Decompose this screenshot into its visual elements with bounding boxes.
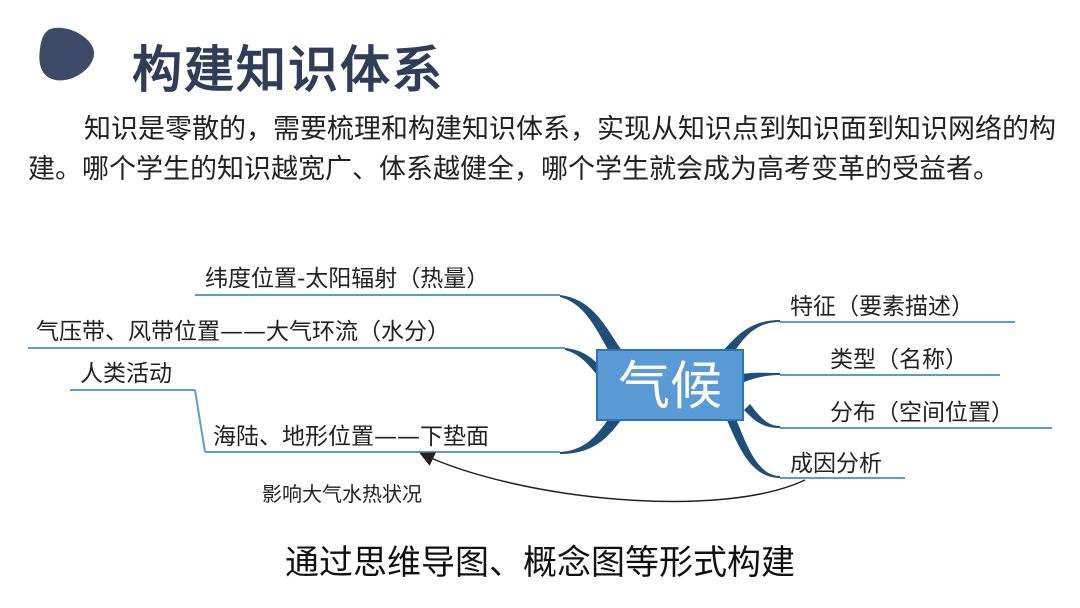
- branch-curve-6: [742, 372, 780, 382]
- branch-label-latitude: 纬度位置-太阳辐射（热量）: [205, 266, 490, 292]
- branch-label-pressure-belts: 气压带、风带位置——大气环流（水分）: [36, 319, 450, 345]
- branch-curve-7: [744, 404, 780, 428]
- branch-curve-2: [565, 348, 605, 376]
- branch-curve-8: [726, 414, 780, 478]
- branch-label-human-activity: 人类活动: [80, 361, 172, 387]
- slide-caption: 通过思维导图、概念图等形式构建: [285, 543, 795, 583]
- arrow-label: 影响大气水热状况: [262, 482, 422, 506]
- branch-label-types: 类型（名称）: [830, 347, 968, 373]
- influence-arrow: [419, 452, 806, 503]
- branch-curve-1: [560, 295, 630, 366]
- branch-label-distribution: 分布（空间位置）: [830, 400, 1014, 426]
- title-bullet-icon: [39, 27, 95, 81]
- branch-label-features: 特征（要素描述）: [790, 294, 974, 320]
- center-node: 气候: [596, 349, 744, 421]
- intro-paragraph: 知识是零散的，需要梳理和构建知识体系，实现从知识点到知识面到知识网络的构建。哪个…: [28, 114, 1056, 185]
- branch-curve-4: [560, 410, 624, 454]
- branch-label-causes: 成因分析: [790, 451, 882, 477]
- page-title: 构建知识体系: [132, 41, 444, 99]
- branch-label-land-sea: 海陆、地形位置——下垫面: [213, 424, 489, 450]
- branch-connector-3: [194, 389, 206, 453]
